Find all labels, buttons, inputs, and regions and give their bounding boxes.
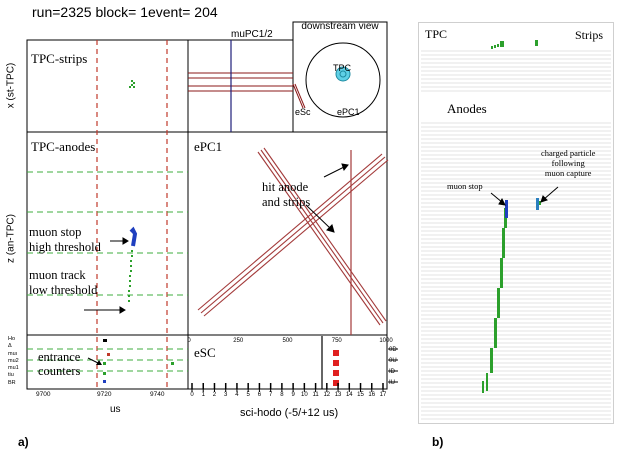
hodo-bottom-tick-label: 12 — [323, 392, 331, 398]
time-tick-label: 9720 — [97, 391, 112, 398]
downstream-outer-circle — [305, 42, 381, 118]
esc-hits — [321, 336, 398, 389]
panel-a: downstream view muPC1/2 TPC eSc ePC1 — [26, 21, 398, 392]
y-label-mid: z (an-TPC) — [5, 214, 17, 263]
tpc-circle-inner — [339, 70, 347, 78]
hodo-bottom-tick-label: 6 — [257, 392, 262, 398]
epc1-small-label: ePC1 — [337, 107, 360, 117]
right-row-label: 0U — [389, 358, 397, 364]
esc-small-label: eSc — [295, 107, 311, 117]
b-charged-line2: following — [551, 158, 585, 168]
hodo-bottom-tick-label: 7 — [268, 392, 273, 398]
epc1-hits — [197, 147, 389, 335]
hodo-bottom-tick-label: 0 — [190, 392, 194, 398]
entrance-annotation: entrance counters — [38, 350, 80, 378]
hodo-top-tick-label: 250 — [233, 338, 244, 344]
hodo-label: sci-hodo (-5/+12 us) — [240, 407, 339, 419]
b-muon-stop-label: muon stop — [447, 181, 483, 191]
run-header: run=2325 block= 1event= 204 — [32, 4, 218, 20]
hodo-top-tick-label: 1000 — [379, 338, 393, 344]
entrance-hits — [103, 339, 174, 383]
y-label-top: x (st-TPC) — [5, 62, 17, 109]
left-row-label: mu2 — [8, 357, 19, 364]
hodo-bottom-tick-label: 10 — [301, 392, 308, 398]
strip-hits — [129, 80, 135, 88]
hodo-bottom-tick-label: 9 — [291, 392, 295, 398]
muon-track-annotation: muon track low threshold — [29, 268, 97, 298]
esc-frame — [187, 334, 388, 390]
tpc-anodes-label: TPC-anodes — [31, 139, 96, 154]
panel-a-plot: downstream view muPC1/2 TPC eSc ePC1 — [26, 21, 398, 392]
muon-track-hits — [128, 250, 133, 302]
b-charged-line3: muon capture — [544, 168, 592, 178]
hodo-bottom-tick-label: 4 — [235, 392, 239, 398]
muon-stop-line1: muon stop — [29, 225, 82, 239]
hodo-top-tick-label: 0 — [187, 338, 191, 344]
right-row-labels: 0D 0U ID IU — [389, 345, 401, 389]
left-row-label: BR — [8, 379, 16, 386]
mupc-label: muPC1/2 — [231, 29, 273, 40]
hodo-top-tick-label: 750 — [331, 338, 342, 344]
muon-track-line2: low threshold — [29, 283, 98, 297]
right-row-label: IU — [389, 380, 395, 386]
time-tick-label: 9700 — [36, 391, 51, 398]
hodo-bottom-tick-label: 5 — [246, 392, 250, 398]
b-strips-label: Strips — [575, 28, 604, 42]
esc-label: eSC — [194, 345, 216, 360]
right-row-label: ID — [389, 369, 395, 375]
muon-track-line1: muon track — [29, 268, 86, 282]
hodo-bottom-tick-label: 8 — [280, 392, 284, 398]
entrance-line1: entrance — [38, 350, 81, 364]
left-row-label: mu1 — [8, 365, 19, 372]
b-muon-stop-hit — [505, 200, 508, 218]
b-charged-annotation: charged particle following muon capture — [541, 148, 595, 178]
hodo-bottom-tick-label: 17 — [379, 392, 387, 398]
hodo-bottom-tick-label: 13 — [334, 392, 342, 398]
hodo-top-tick-label: 500 — [282, 338, 293, 344]
hodo-top-ticks: 0 250 500 750 1000 — [0, 338, 400, 346]
hodo-bottom-tick-label: 2 — [212, 392, 217, 398]
hit-line1: hit anode — [262, 180, 309, 194]
downstream-title: downstream view — [301, 21, 379, 32]
entrance-line2: counters — [38, 364, 81, 378]
panel-b: TPC Strips Anodes muon stop charged part… — [418, 22, 614, 424]
tpc-strips-label: TPC-strips — [31, 51, 88, 66]
time-tick-labels: 9700 9720 9740 — [0, 391, 190, 401]
hodo-bottom-tick-label: 15 — [357, 392, 364, 398]
b-tpc-label: TPC — [425, 27, 448, 41]
muon-stop-annotation: muon stop high threshold — [29, 225, 101, 255]
right-row-label: 0D — [389, 347, 397, 353]
left-row-label: muι — [8, 350, 17, 357]
hodo-bottom-tick-label: 14 — [345, 392, 353, 398]
time-unit: us — [110, 404, 121, 415]
hodo-bottom-tick-label: 3 — [224, 392, 228, 398]
time-tick-label: 9740 — [150, 391, 165, 398]
epc1-label: ePC1 — [194, 139, 223, 154]
b-capture-hit — [536, 198, 539, 210]
tpc-small-label: TPC — [333, 63, 352, 73]
panel-b-plot — [421, 40, 611, 420]
hit-arrow — [305, 204, 333, 231]
b-charged-line1: charged particle — [541, 148, 596, 158]
muon-stop-line2: high threshold — [29, 240, 101, 254]
b-muon-track — [482, 208, 507, 393]
muon-stop-hits — [129, 226, 138, 247]
tpc-circle — [335, 66, 351, 82]
hit-annotation: hit anode and strips — [262, 180, 310, 210]
hodo-bottom-tick-label: 1 — [201, 392, 205, 398]
left-row-label: tiu — [8, 372, 14, 379]
hit-line2: and strips — [262, 195, 311, 209]
mupc-hits — [188, 40, 306, 132]
left-row-label: Δ — [8, 343, 12, 350]
hodo-bottom-tick-label: 11 — [312, 392, 319, 398]
left-row-label: Ho — [8, 336, 16, 342]
caption-a: a) — [18, 435, 29, 449]
hodo-bottom-tick-label: 16 — [368, 392, 376, 398]
b-strip-hits — [491, 40, 538, 49]
caption-b: b) — [432, 435, 444, 449]
hit-arrow — [323, 165, 347, 178]
b-anodes-label: Anodes — [447, 101, 487, 116]
